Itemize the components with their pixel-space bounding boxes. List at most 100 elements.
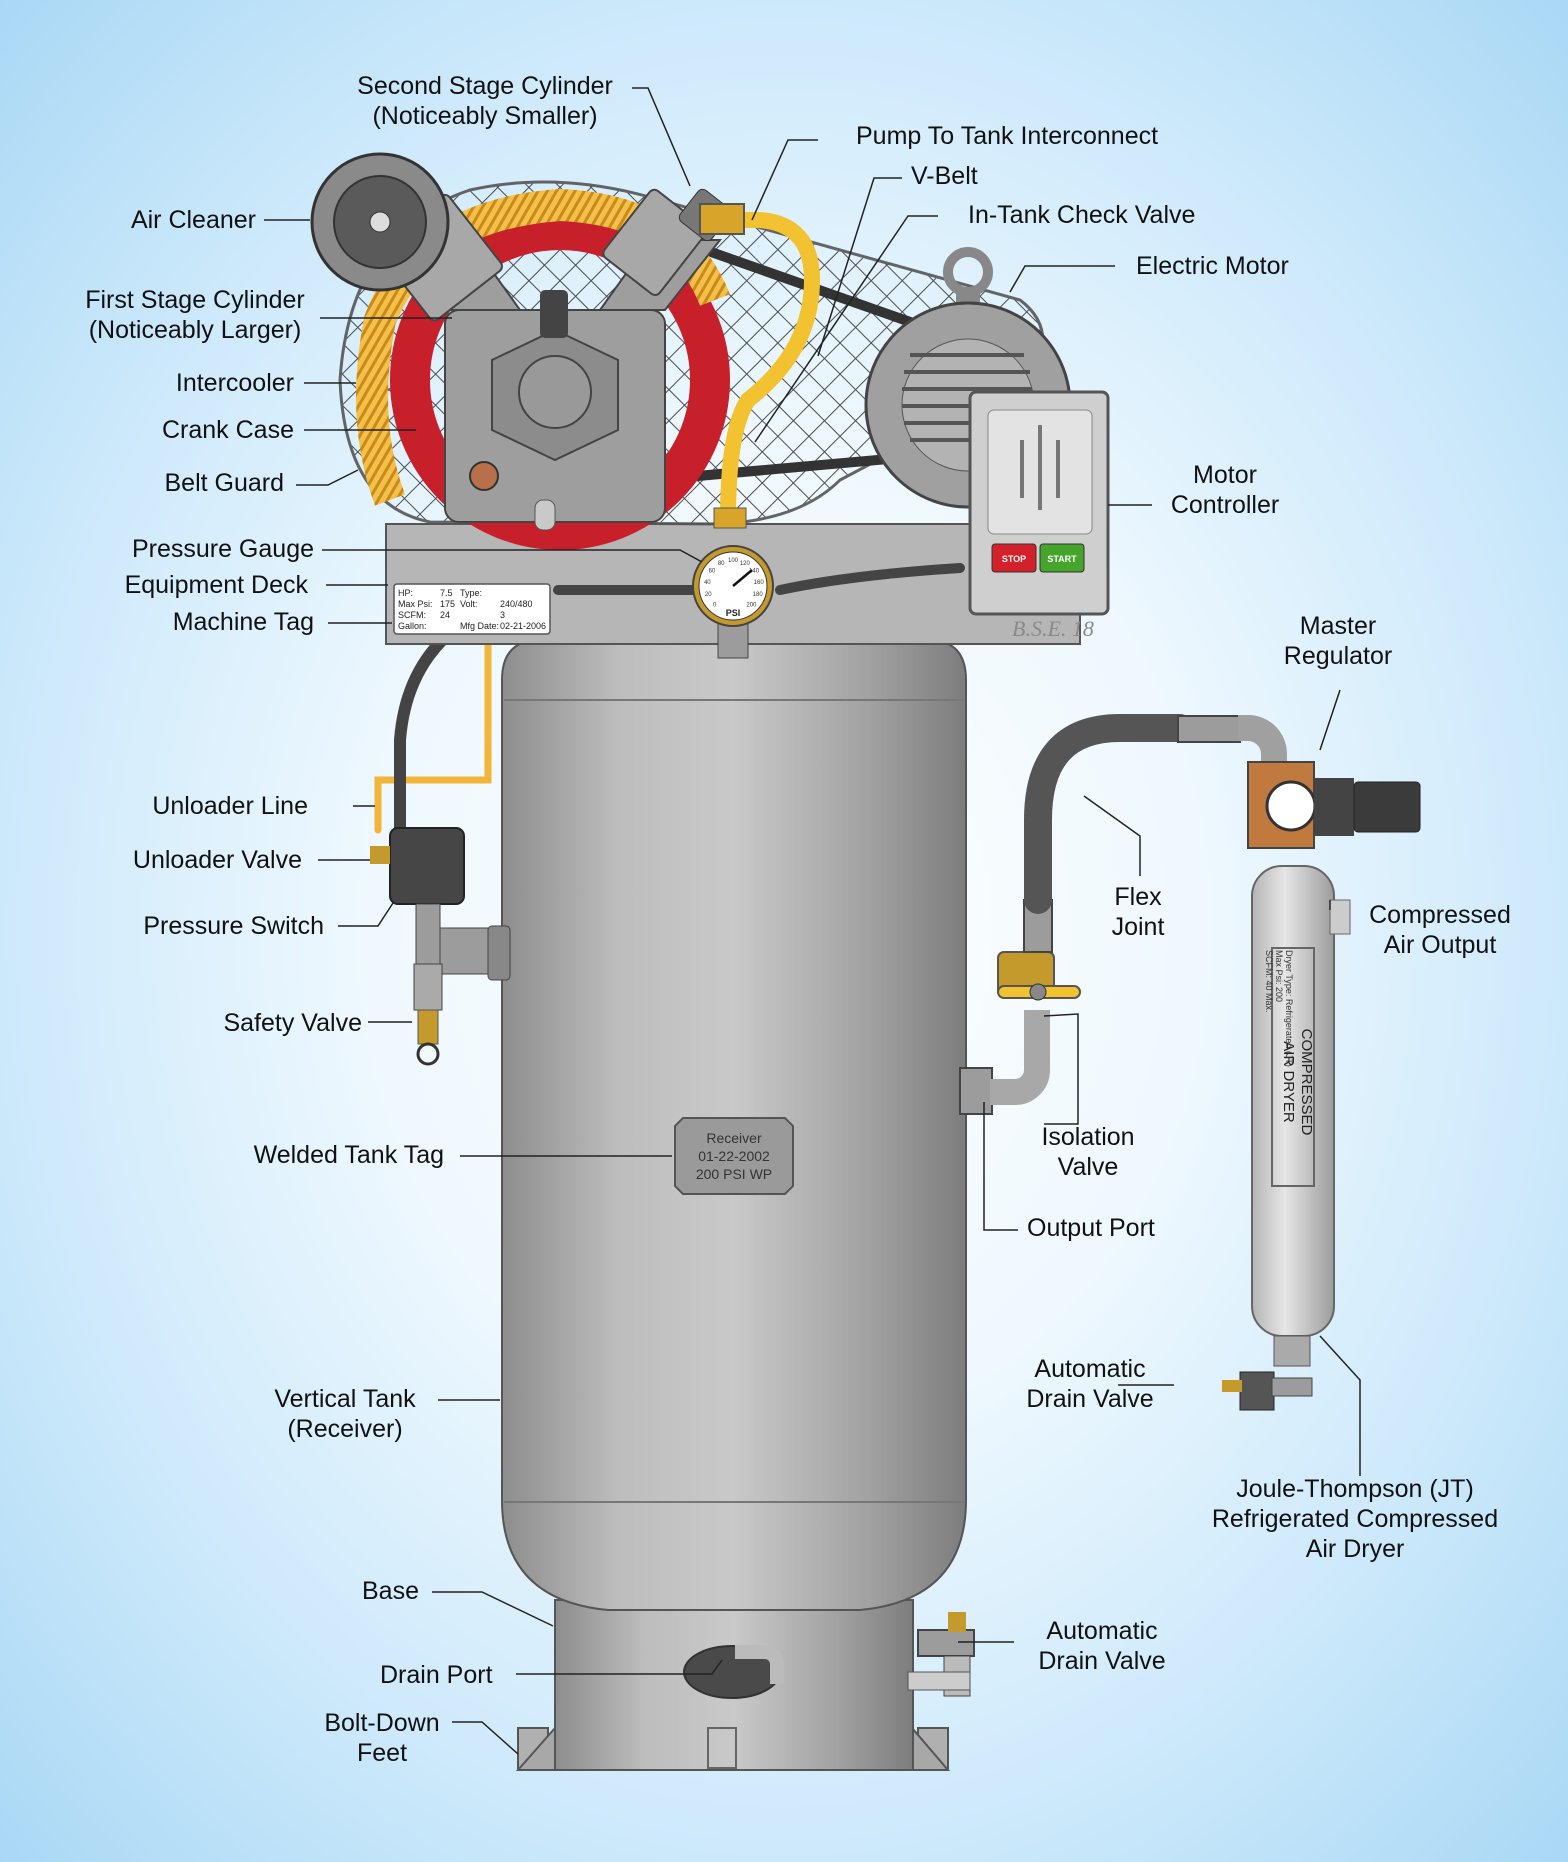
tank-tag-line-3: 200 PSI WP [696,1166,772,1182]
dryer-title-1: COMPRESSED [1298,1029,1315,1136]
machine-tag-cell: 240/480 [500,599,533,609]
flex-joint [1024,714,1194,914]
machine-tag-cell: HP: [398,588,413,598]
machine-tag-cell: Volt: [460,599,478,609]
machine-tag-cell: 24 [440,610,450,620]
label-line: Compressed [1369,901,1511,929]
label-line: Vertical Tank [274,1385,416,1413]
leader-lines [264,87,1361,1755]
label-welded-tank-tag: Welded Tank Tag [253,1141,444,1169]
air-cleaner [310,152,450,292]
drain-port [683,1645,784,1769]
label-line: (Noticeably Smaller) [372,102,598,130]
stop-button-label: STOP [1002,554,1026,564]
label-crank-case: Crank Case [162,416,294,444]
machine-tag-cell: Type: [460,588,482,598]
label-flex-joint: Flex Joint [1088,882,1188,942]
machine-tag-cell: SCFM: [398,610,426,620]
label-safety-valve: Safety Valve [223,1009,362,1037]
tank-tag-line-1: Receiver [706,1130,762,1146]
label-line: Joule-Thompson (JT) [1236,1475,1474,1503]
label-belt-guard: Belt Guard [164,469,284,497]
gauge-tick-label: 200 [746,602,757,608]
safety-valve [417,1009,439,1045]
label-line: Second Stage Cylinder [357,72,613,100]
label-pump-to-tank-interconnect: Pump To Tank Interconnect [856,122,1159,150]
label-machine-tag: Machine Tag [172,608,314,636]
gauge-tick-label: 40 [704,580,711,586]
machine-tag-cell: 3 [500,610,505,620]
gauge-tick-label: 80 [718,561,725,567]
label-intercooler: Intercooler [175,369,294,397]
label-drain-port: Drain Port [380,1661,493,1689]
label-first-stage-cylinder: First Stage Cylinder (Noticeably Larger) [60,285,330,345]
label-second-stage-cylinder: Second Stage Cylinder (Noticeably Smalle… [335,71,635,131]
label-equipment-deck: Equipment Deck [124,571,308,599]
label-automatic-drain-valve-tank: Automatic Drain Valve [1022,1616,1182,1676]
label-line: Valve [1057,1153,1119,1181]
machine-tag-cell: 02-21-2006 [500,621,546,631]
label-line: Automatic [1034,1355,1146,1383]
machine-tag-cell: Gallon: [398,621,427,631]
gauge-tick-label: 100 [728,558,739,564]
output-plumbing [959,899,1081,1115]
label-bolt-down-feet: Bolt-Down Feet [308,1708,456,1768]
gauge-tick-label: 120 [740,561,751,567]
label-electric-motor: Electric Motor [1136,252,1289,280]
gauge-tick-label: 0 [713,602,717,608]
label-line: Automatic [1046,1617,1158,1645]
gauge-unit: PSI [726,608,741,618]
label-line: Air Output [1383,931,1497,959]
label-pressure-gauge: Pressure Gauge [131,535,314,563]
label-line: Refrigerated Compressed [1211,1505,1499,1533]
dryer-spec-1: Dryer Type: Refrigerated (JT) [1284,950,1294,1067]
label-line: Master [1299,612,1377,640]
label-line: Feet [356,1739,408,1767]
label-line: Controller [1170,491,1280,519]
motor-controller: STOP START [968,390,1110,616]
label-motor-controller: Motor Controller [1150,460,1300,520]
unloader-valve [370,846,390,864]
welded-tank-tag: Receiver 01-22-2002 200 PSI WP [674,1117,794,1195]
label-line: (Receiver) [287,1415,403,1443]
label-jt-dryer: Joule-Thompson (JT) Refrigerated Compres… [1190,1474,1520,1564]
label-vertical-tank: Vertical Tank (Receiver) [250,1384,440,1444]
label-isolation-valve: Isolation Valve [1018,1122,1158,1182]
label-line: Drain Valve [1038,1647,1166,1675]
tank-automatic-drain-valve [907,1612,975,1697]
gauge-tick-label: 180 [753,592,764,598]
label-base: Base [362,1577,419,1605]
signature: B.S.E. 18 [1012,616,1094,641]
gauge-tick-label: 160 [754,580,765,586]
pressure-switch-box [389,827,465,905]
flywheel [390,210,730,550]
start-button-label: START [1047,554,1077,564]
start-button [1039,543,1085,573]
label-line: Isolation [1041,1123,1135,1151]
label-line: (Noticeably Larger) [88,316,302,344]
label-in-tank-check-valve: In-Tank Check Valve [968,201,1196,229]
label-unloader-line: Unloader Line [152,792,308,820]
label-unloader-valve: Unloader Valve [132,846,302,874]
machine-tag-cell: 7.5 [440,588,453,598]
label-line: Regulator [1283,642,1393,670]
label-line: Motor [1193,461,1257,489]
label-line: Joint [1111,913,1165,941]
label-output-port: Output Port [1027,1214,1155,1242]
pump-to-tank-interconnect [712,212,821,528]
label-line: Air Dryer [1305,1535,1405,1563]
gauge-tick-label: 60 [709,569,716,575]
dryer-title-2: AIR DRYER [1280,1041,1297,1123]
label-air-cleaner: Air Cleaner [130,206,256,234]
label-line: First Stage Cylinder [85,286,305,314]
label-line: Flex [1114,883,1162,911]
label-pressure-switch: Pressure Switch [143,912,324,940]
label-master-regulator: Master Regulator [1260,611,1416,671]
machine-tag-cell: Mfg Date: [460,621,499,631]
dryer-spec-2: Max Psi: 200 [1274,950,1284,1002]
machine-tag-cell: 175 [440,599,455,609]
gauge-tick-label: 140 [749,569,760,575]
jt-dryer: COMPRESSED AIR DRYER Dryer Type: Refrige… [1222,865,1351,1411]
